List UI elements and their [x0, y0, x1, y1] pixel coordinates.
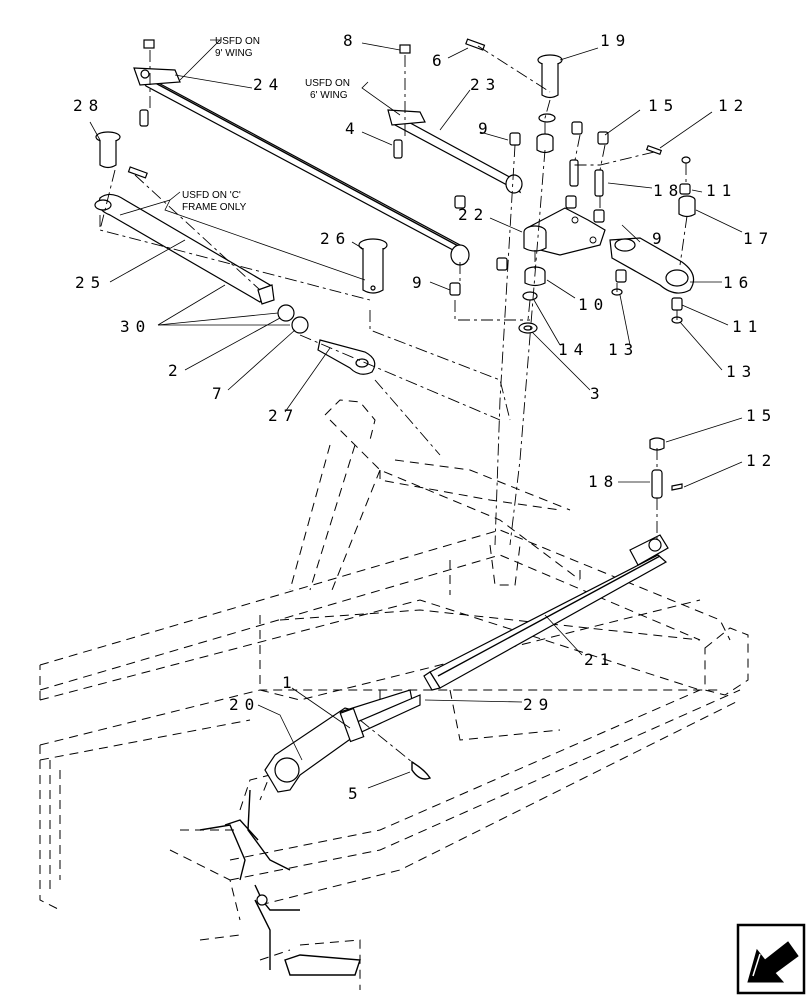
- callout-9-top: 9: [478, 119, 494, 138]
- callout-16: 16: [723, 273, 754, 292]
- previous-page-arrow-icon[interactable]: [736, 923, 806, 995]
- callout-11-lower: 11: [732, 317, 763, 336]
- callout-18-lower: 18: [588, 472, 619, 491]
- callout-9-right: 9: [652, 229, 668, 248]
- callout-12-lower: 12: [746, 451, 777, 470]
- note-6ft-wing: USFD ON 6' WING: [305, 78, 401, 116]
- callout-30: 30: [120, 317, 151, 336]
- callout-7: 7: [212, 384, 228, 403]
- callout-17: 17: [743, 229, 774, 248]
- note-6ft-line1: USFD ON: [305, 78, 350, 89]
- callout-18-upper: 18: [653, 181, 684, 200]
- main-frame-phantom: [39, 399, 749, 990]
- bar-25: [94, 193, 275, 305]
- callout-23: 23: [470, 75, 501, 94]
- bracket-22: [523, 195, 606, 256]
- callout-26: 26: [320, 229, 351, 248]
- clevis-27: [317, 339, 376, 375]
- callout-11-upper: 11: [706, 181, 737, 200]
- bar-24: [133, 67, 470, 266]
- callout-22: 22: [458, 205, 489, 224]
- note-c-frame: USFD ON 'C' FRAME ONLY: [119, 190, 366, 281]
- callout-21: 21: [584, 650, 615, 669]
- note-9ft-wing: USFD ON 9' WING: [179, 36, 260, 81]
- callout-29: 29: [523, 695, 554, 714]
- callout-19: 19: [600, 31, 631, 50]
- callout-14: 14: [558, 340, 589, 359]
- callout-15-upper: 15: [648, 96, 679, 115]
- callout-3: 3: [590, 384, 606, 403]
- callout-1: 1: [282, 673, 298, 692]
- callout-28: 28: [73, 96, 104, 115]
- callout-labels: 19 8 6 24 23 28 15 12 4 9 18 11 22 17 26…: [73, 31, 777, 803]
- lower-pin-assembly: [649, 437, 683, 540]
- callout-5: 5: [348, 784, 364, 803]
- cotter-pin-5: [359, 719, 432, 780]
- note-cframe-line2: FRAME ONLY: [182, 202, 247, 213]
- bar-23: [387, 109, 523, 194]
- callout-15-lower: 15: [746, 406, 777, 425]
- pin-19: [537, 54, 563, 123]
- callout-25: 25: [75, 273, 106, 292]
- callout-8: 8: [343, 31, 359, 50]
- callout-9-left: 9: [412, 273, 428, 292]
- nuts-2-7: [277, 304, 309, 334]
- callout-24: 24: [253, 75, 284, 94]
- callout-13-upper: 13: [608, 340, 639, 359]
- tie-rod-21: [423, 534, 669, 691]
- front-hitch-link-20: [199, 689, 421, 976]
- callout-10: 10: [578, 295, 609, 314]
- callout-20: 20: [229, 695, 260, 714]
- callout-4: 4: [345, 119, 361, 138]
- pin-26: [358, 238, 388, 294]
- assembly-centerlines: [99, 45, 688, 546]
- pin-28: [95, 131, 148, 179]
- callout-2: 2: [168, 361, 184, 380]
- note-cframe-line1: USFD ON 'C': [182, 190, 241, 201]
- note-6ft-line2: 6' WING: [310, 90, 348, 101]
- note-9ft-line1: USFD ON: [215, 36, 260, 47]
- note-9ft-line2: 9' WING: [215, 48, 253, 59]
- callout-leaders: [89, 42, 743, 789]
- callout-27: 27: [268, 406, 299, 425]
- arm-16: [609, 237, 695, 294]
- callout-6: 6: [432, 51, 448, 70]
- callout-13-lower: 13: [726, 362, 757, 381]
- callout-12-upper: 12: [718, 96, 749, 115]
